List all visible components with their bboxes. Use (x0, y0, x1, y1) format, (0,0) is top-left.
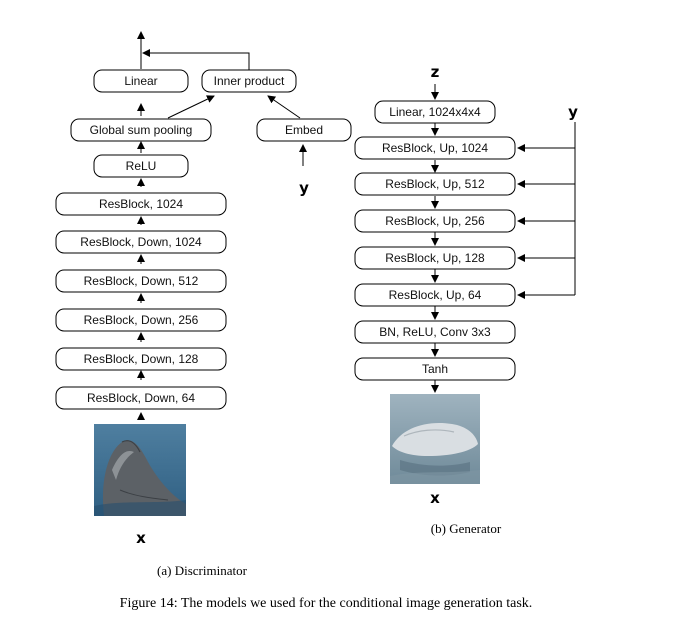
generator-caption: (b) Generator (431, 521, 502, 536)
g-block-label: ResBlock, Up, 128 (385, 251, 485, 265)
d-block-label: ResBlock, Down, 128 (84, 352, 199, 366)
relu-label: ReLU (126, 159, 157, 173)
tanh-label: Tanh (422, 362, 448, 376)
g-block-box (354, 209, 516, 233)
d-block-box (55, 192, 227, 216)
pooling-label: Global sum pooling (90, 123, 193, 137)
linear-label: Linear (124, 74, 157, 88)
d-block-box (55, 269, 227, 293)
inner-product-label: Inner product (214, 74, 285, 88)
generator-output-image (390, 394, 480, 484)
discriminator-caption: (a) Discriminator (157, 563, 248, 578)
g-block-label: ResBlock, Up, 256 (385, 214, 485, 228)
arrow-pool-to-inner (167, 95, 215, 119)
arrow-inner-product-to-output (142, 49, 250, 70)
g-block-label: ResBlock, Up, 64 (389, 288, 482, 302)
arrow-embed-to-inner (267, 95, 301, 119)
generator-diagram: z y Linear, 1024x4x4 ResBlock, Up, 1024 … (354, 63, 578, 536)
relu-box (93, 154, 189, 178)
d-block-label: ResBlock, Down, 512 (84, 274, 199, 288)
d-block-label: ResBlock, Down, 64 (87, 391, 195, 405)
bn-relu-conv-box (354, 320, 516, 344)
g-linear-label: Linear, 1024x4x4 (389, 105, 481, 119)
g-block-label: ResBlock, Up, 1024 (382, 141, 488, 155)
generator-noise-var: z (431, 63, 440, 81)
inner-product-box (201, 69, 297, 93)
generator-label-var: y (568, 103, 578, 121)
linear-box (93, 69, 189, 93)
discriminator-diagram: Linear Inner product Global sum pooling … (55, 31, 352, 578)
tanh-box (354, 357, 516, 381)
discriminator-input-var: x (136, 529, 146, 547)
g-block-box (354, 136, 516, 160)
embed-label: Embed (285, 123, 323, 137)
d-block-box (55, 386, 227, 410)
d-block-label: ResBlock, 1024 (99, 197, 183, 211)
d-block-box (55, 347, 227, 371)
g-block-label: ResBlock, Up, 512 (385, 177, 485, 191)
d-block-box (55, 230, 227, 254)
g-block-box (354, 246, 516, 270)
g-block-box (354, 172, 516, 196)
figure-caption: Figure 14: The models we used for the co… (120, 596, 533, 611)
discriminator-label-var: y (299, 179, 309, 197)
g-linear-box (374, 100, 496, 124)
d-block-box (55, 308, 227, 332)
d-block-label: ResBlock, Down, 256 (84, 313, 199, 327)
generator-output-var: x (430, 489, 440, 507)
embed-box (256, 118, 352, 142)
discriminator-input-image (94, 424, 186, 516)
bn-relu-conv-label: BN, ReLU, Conv 3x3 (379, 325, 491, 339)
pooling-box (70, 118, 212, 142)
g-block-box (354, 283, 516, 307)
d-block-label: ResBlock, Down, 1024 (80, 235, 202, 249)
